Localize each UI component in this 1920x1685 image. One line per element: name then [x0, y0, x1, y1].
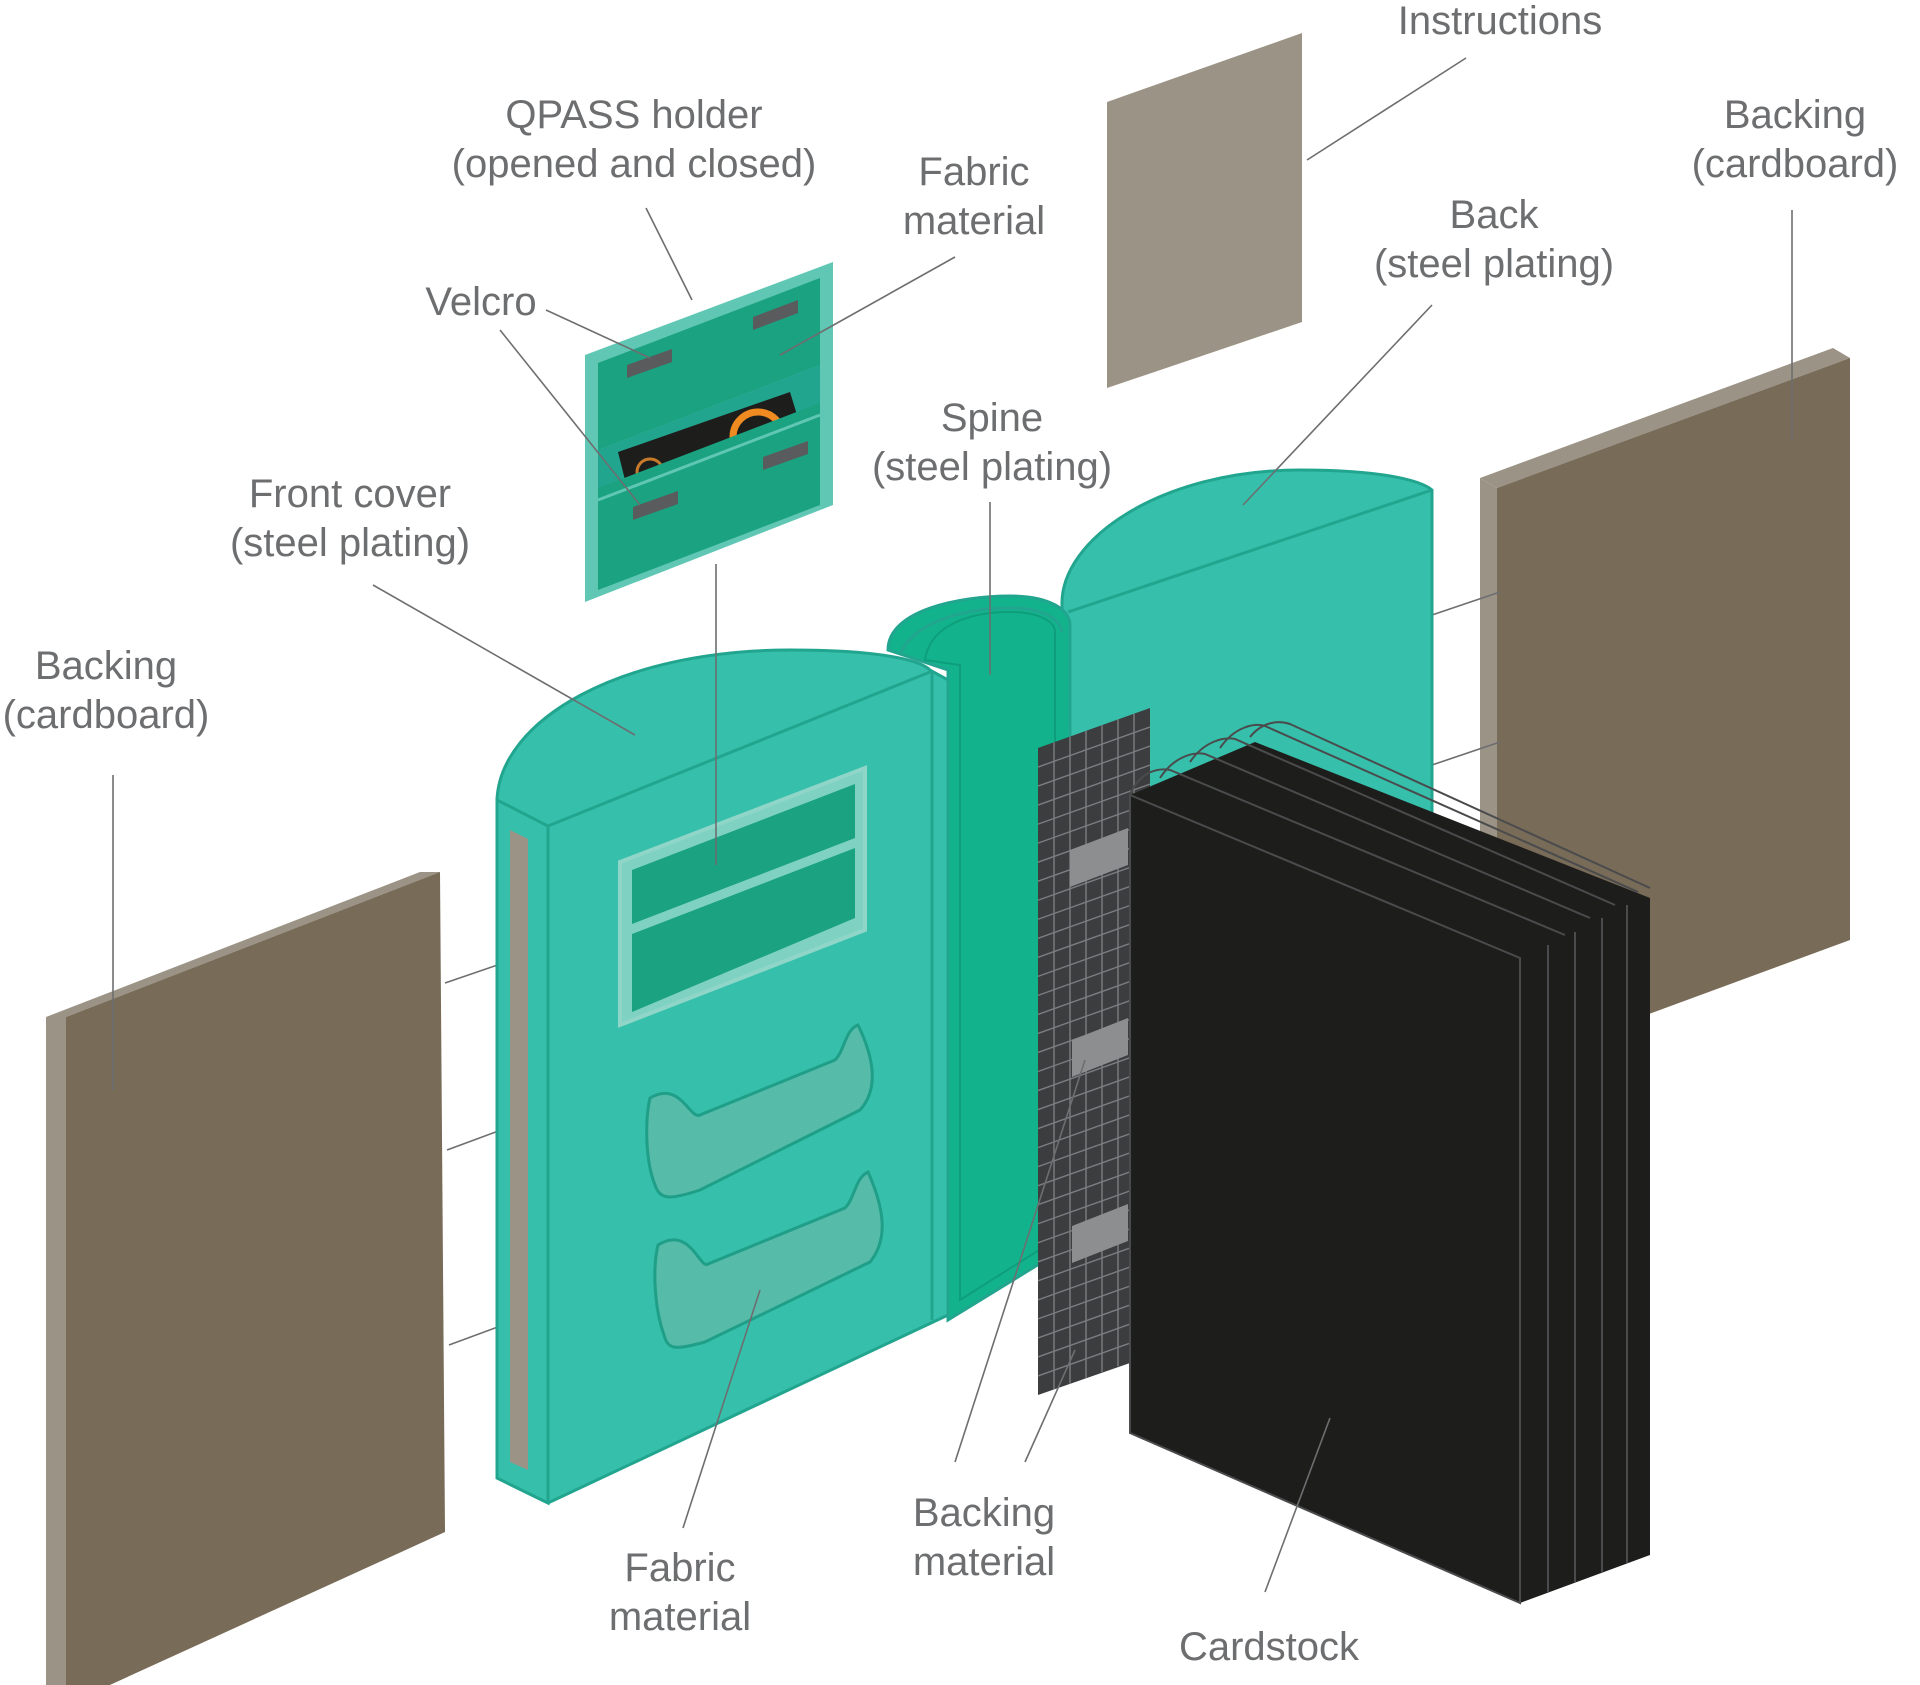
label-backing-material-line1: Backing	[913, 1491, 1055, 1535]
label-front-cover-line2: (steel plating)	[230, 521, 470, 565]
label-velcro: Velcro	[425, 280, 536, 324]
label-backing-right-line1: Backing	[1724, 93, 1866, 137]
spine	[886, 594, 1072, 1323]
label-qpass-holder-line2: (opened and closed)	[452, 142, 817, 186]
label-backing-right-line2: (cardboard)	[1692, 142, 1899, 186]
label-cardstock: Cardstock	[1179, 1625, 1360, 1669]
label-backing-material-line2: material	[913, 1540, 1055, 1584]
cardstock-stack	[1129, 721, 1651, 1605]
label-spine-line1: Spine	[941, 396, 1043, 440]
label-spine-line2: (steel plating)	[872, 445, 1112, 489]
label-backing-left-line1: Backing	[35, 644, 177, 688]
leader-lines	[112, 57, 1793, 1593]
label-back-line1: Back	[1450, 193, 1540, 237]
instructions-sheet	[1107, 33, 1302, 388]
qpass-holder	[585, 262, 833, 602]
label-fabric-top-line1: Fabric	[918, 150, 1029, 194]
backing-cardboard-left	[46, 872, 445, 1685]
label-fabric-bottom-line1: Fabric	[624, 1546, 735, 1590]
front-cover	[495, 648, 950, 1506]
label-instructions: Instructions	[1398, 0, 1603, 43]
label-fabric-top-line2: material	[903, 199, 1045, 243]
connector-lines-right	[1431, 591, 1501, 766]
label-back-line2: (steel plating)	[1374, 242, 1614, 286]
velcro-strips	[627, 300, 808, 520]
labels: Instructions Backing (cardboard) QPASS h…	[3, 0, 1899, 1669]
label-backing-left-line2: (cardboard)	[3, 693, 210, 737]
backing-material-panel	[1037, 708, 1151, 1395]
label-fabric-bottom-line2: material	[609, 1595, 751, 1639]
label-qpass-holder-line1: QPASS holder	[505, 93, 762, 137]
label-front-cover-line1: Front cover	[249, 472, 451, 516]
